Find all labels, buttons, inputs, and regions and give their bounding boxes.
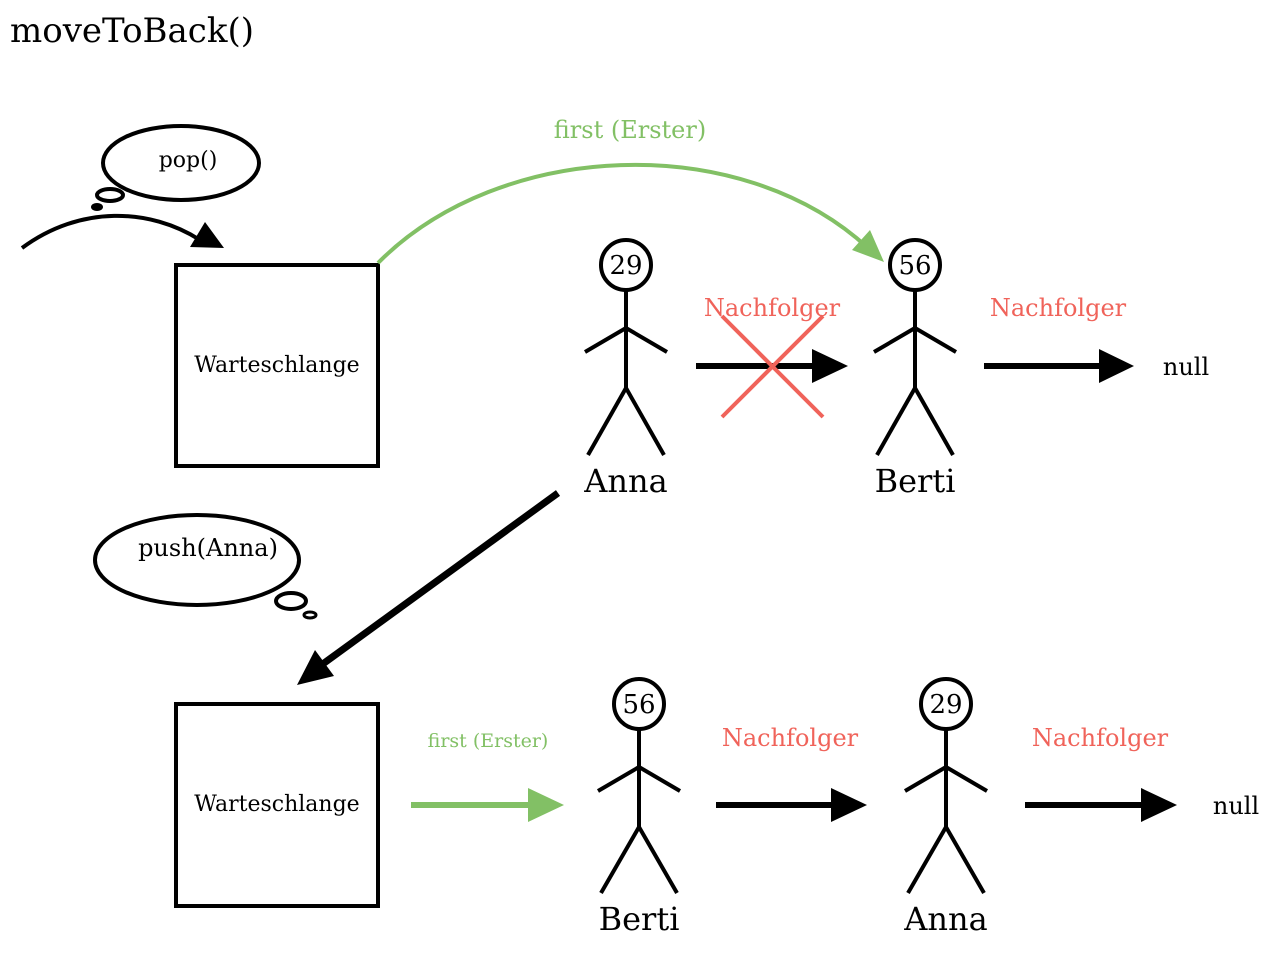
null-label-top: null: [1163, 353, 1209, 381]
first-pointer-bottom: first (Erster): [411, 730, 564, 822]
queue-box-bottom: Warteschlange: [174, 702, 380, 908]
thought-bubble-push: push(Anna): [93, 513, 318, 620]
link-label: Nachfolger: [990, 294, 1127, 322]
stick-figure-anna-top: 29 Anna: [583, 238, 669, 500]
stick-figure-berti-bottom: 56 Berti: [596, 677, 682, 938]
person-number: 29: [609, 251, 642, 281]
queue-box-top: Warteschlange: [174, 263, 380, 468]
link-berti-anna-bottom: Nachfolger: [716, 724, 867, 822]
first-label-bottom: first (Erster): [428, 730, 549, 752]
top-section: pop() Warteschlange first (Erster) 29 An…: [20, 116, 1209, 500]
person-name: Berti: [599, 900, 680, 938]
person-number: 29: [929, 690, 962, 720]
person-name: Anna: [903, 900, 987, 938]
null-label-bottom: null: [1213, 792, 1259, 820]
first-pointer-top: first (Erster): [376, 116, 884, 265]
queue-label-bottom: Warteschlange: [194, 792, 359, 817]
link-to-null-top: Nachfolger null: [984, 294, 1209, 383]
person-name: Berti: [875, 462, 956, 500]
crossed-link-top: Nachfolger: [696, 294, 848, 419]
move-anna-arrow: [297, 490, 561, 685]
stick-figure-berti-top: 56 Berti: [872, 238, 958, 500]
person-number: 56: [898, 251, 931, 281]
thought-bubble-pop: pop(): [91, 124, 261, 211]
stick-figure-anna-bottom: 29 Anna: [903, 677, 989, 938]
bubble-text-pop: pop(): [159, 148, 218, 173]
link-label: Nachfolger: [704, 294, 841, 322]
pop-incoming-arrow: [20, 213, 224, 250]
link-label: Nachfolger: [1032, 724, 1169, 752]
link-label: Nachfolger: [722, 724, 859, 752]
person-number: 56: [622, 690, 655, 720]
queue-label-top: Warteschlange: [194, 353, 359, 378]
bottom-section: push(Anna) Warteschlange first (Erster) …: [93, 513, 1259, 938]
link-to-null-bottom: Nachfolger null: [1025, 724, 1259, 822]
diagram-title: moveToBack(): [10, 11, 254, 51]
first-label-top: first (Erster): [554, 116, 706, 144]
bubble-text-push: push(Anna): [138, 534, 278, 562]
person-name: Anna: [583, 462, 667, 500]
